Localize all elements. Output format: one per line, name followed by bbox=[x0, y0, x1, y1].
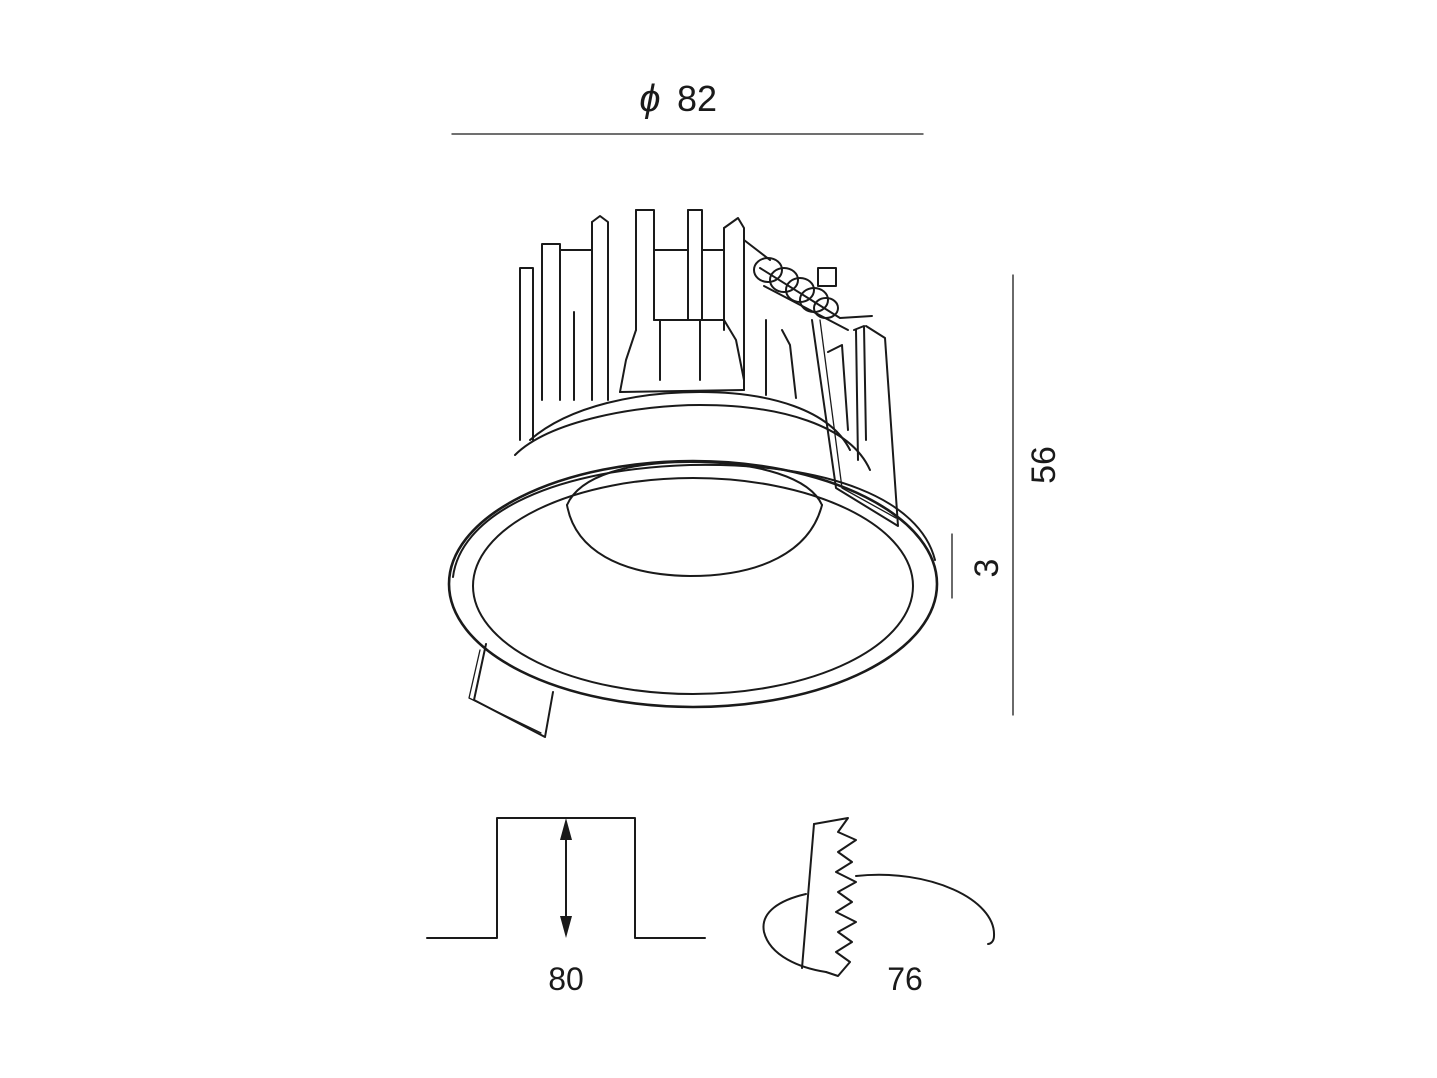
diameter-value: 82 bbox=[677, 78, 717, 119]
cutout-hole-value: 76 bbox=[887, 961, 923, 997]
spring-clip-right bbox=[811, 319, 899, 527]
spring-clip-rear-inner bbox=[468, 649, 542, 734]
light-aperture bbox=[566, 461, 823, 506]
trim-reflector bbox=[472, 477, 914, 695]
downlight-fixture bbox=[447, 209, 939, 738]
hole-outline bbox=[762, 893, 827, 973]
hole-outline-right bbox=[855, 873, 996, 945]
trim-inner-edge bbox=[452, 463, 936, 578]
body-ring bbox=[529, 391, 851, 451]
height-value: 56 bbox=[1025, 446, 1063, 484]
cutout-arrow-down bbox=[560, 916, 572, 938]
spring-clip-right-inner bbox=[819, 319, 897, 519]
flange-value: 3 bbox=[968, 559, 1006, 578]
cutout-section-diagram: 80 bbox=[426, 817, 706, 997]
cutout-arrow-up bbox=[560, 818, 572, 840]
ceiling-edge bbox=[801, 823, 815, 969]
cutout-section-value: 80 bbox=[548, 961, 584, 997]
ceiling-break bbox=[813, 817, 857, 977]
flange-dimension: 3 bbox=[951, 533, 1006, 599]
terminal-spring bbox=[753, 257, 873, 331]
body-ring-lower bbox=[514, 404, 871, 471]
heatsink bbox=[519, 209, 867, 461]
trim-outer bbox=[447, 459, 939, 709]
cutout-hole-diagram: 76 bbox=[762, 817, 996, 997]
diameter-dimension: ϕ 82 bbox=[451, 78, 924, 135]
height-dimension: 56 bbox=[1012, 274, 1063, 716]
diameter-symbol: ϕ bbox=[639, 78, 660, 120]
spring-clip-rear bbox=[473, 643, 554, 738]
light-aperture-lower bbox=[566, 504, 823, 577]
